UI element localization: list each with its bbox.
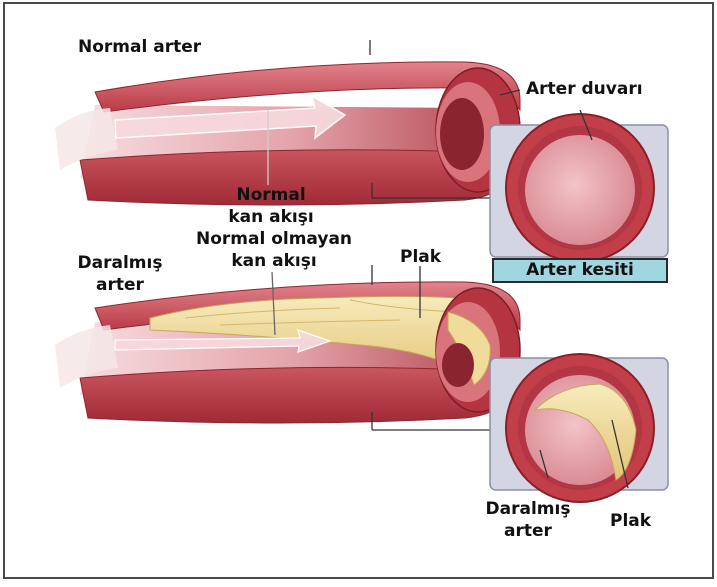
narrowed-cross-section [490, 354, 668, 502]
label-normal-artery: Normal arter [78, 36, 201, 58]
label-cross-section: Arter kesiti [492, 258, 668, 283]
label-plaque-top: Plak [400, 246, 441, 268]
label-narrowed-artery-line1: Daralmış [70, 252, 170, 274]
label-normal-flow: Normal kan akışı [216, 184, 326, 228]
label-artery-wall: Arter duvarı [526, 78, 643, 100]
label-normal-flow-line1: Normal [216, 184, 326, 206]
label-abnormal-flow: Normal olmayan kan akışı [184, 228, 364, 272]
label-narrowed-cross: Daralmış arter [478, 498, 578, 542]
label-abnormal-flow-line1: Normal olmayan [184, 228, 364, 250]
label-narrowed-artery-line2: arter [70, 274, 170, 296]
label-narrowed-cross-line1: Daralmış [478, 498, 578, 520]
label-narrowed-cross-line2: arter [478, 520, 578, 542]
label-plaque-bottom: Plak [610, 510, 651, 532]
label-abnormal-flow-line2: kan akışı [184, 250, 364, 272]
normal-cross-section [490, 110, 668, 262]
label-narrowed-artery: Daralmış arter [70, 252, 170, 296]
label-normal-flow-line2: kan akışı [216, 206, 326, 228]
